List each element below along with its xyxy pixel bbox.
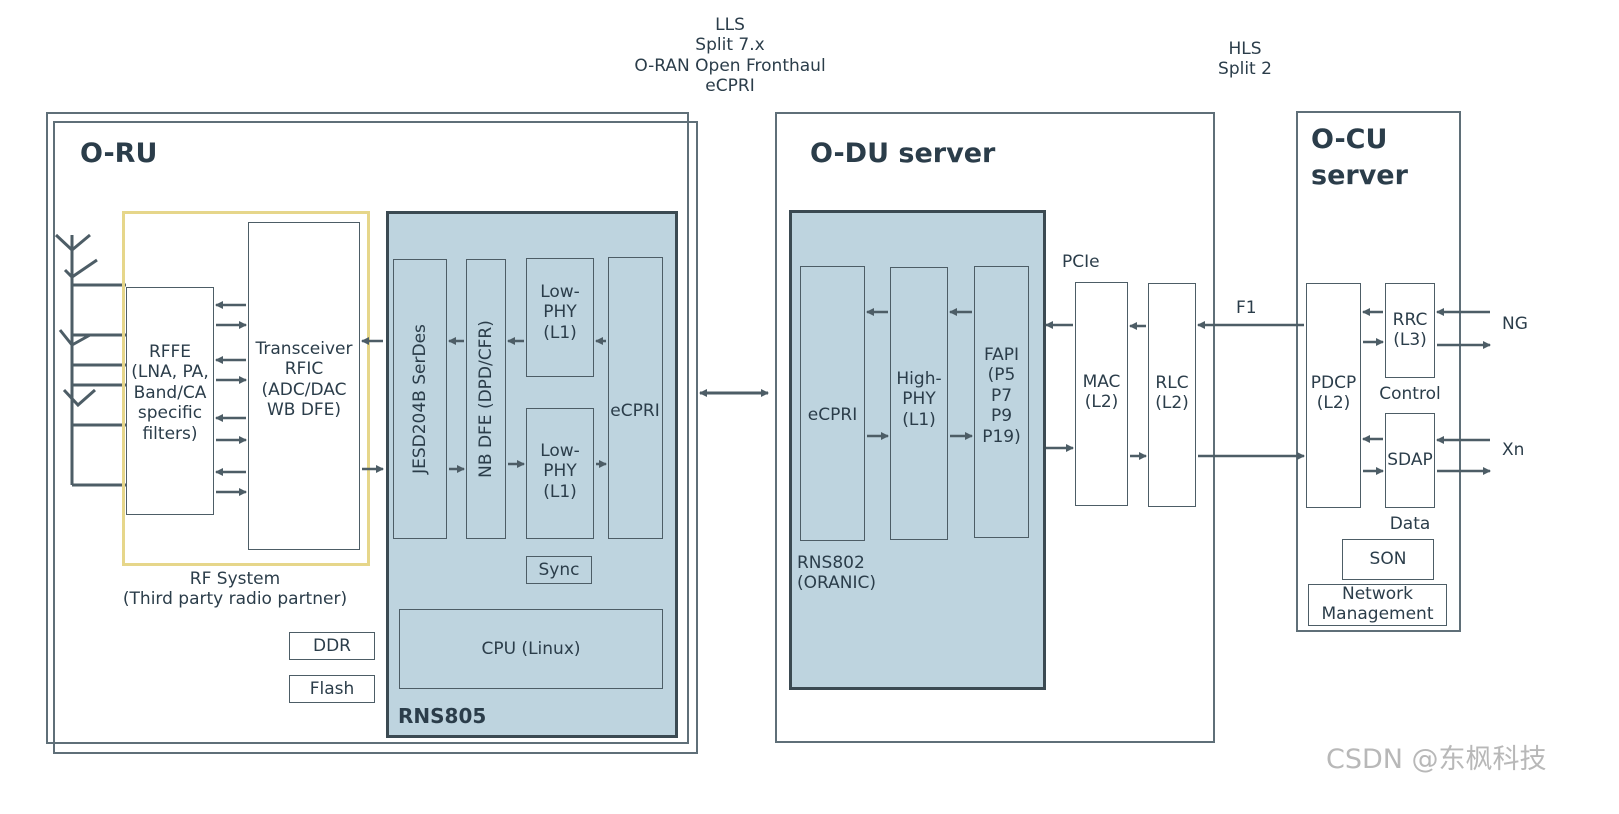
- rns802-label: RNS802 (ORANIC): [797, 553, 876, 594]
- son-label: SON: [1369, 549, 1407, 569]
- flash-label: Flash: [309, 679, 355, 699]
- lls-label: LLS Split 7.x O-RAN Open Fronthaul eCPRI: [634, 15, 826, 97]
- ecpri-odu-block: [800, 266, 865, 541]
- watermark: CSDN @东枫科技: [1326, 744, 1547, 775]
- pcie-label: PCIe: [1062, 252, 1100, 272]
- transceiver-block: [248, 222, 360, 550]
- sdap-block: [1385, 413, 1435, 508]
- data-label: Data: [1389, 514, 1431, 534]
- ecpri-oru-label: eCPRI: [610, 401, 660, 421]
- cpu-block: [399, 609, 663, 689]
- fapi-block: [974, 266, 1029, 538]
- odu-title: O-DU server: [810, 138, 996, 169]
- sdap-label: SDAP: [1387, 450, 1433, 470]
- highphy-label: High- PHY (L1): [896, 369, 942, 430]
- pdcp-label: PDCP (L2): [1310, 373, 1357, 414]
- xn-label: Xn: [1502, 440, 1525, 460]
- jesd-block: [393, 259, 447, 539]
- antenna-icon: [54, 233, 126, 487]
- mac-label: MAC (L2): [1082, 372, 1121, 413]
- rrc-block: [1385, 283, 1435, 378]
- netmgmt-label: Network Management: [1321, 584, 1434, 625]
- rns805-label: RNS805: [398, 704, 487, 728]
- rffe-block: [126, 287, 214, 515]
- oru-frame: [53, 121, 698, 754]
- hls-label: HLS Split 2: [1218, 39, 1272, 80]
- ddr-block: [289, 632, 375, 660]
- ecpri-odu-label: eCPRI: [807, 405, 858, 425]
- transceiver-label: Transceiver RFIC (ADC/DAC WB DFE): [255, 339, 353, 421]
- highphy-block: [890, 267, 948, 540]
- son-block: [1342, 539, 1434, 580]
- oru-title: O-RU: [80, 138, 158, 169]
- odu-frame: [775, 112, 1215, 743]
- rlc-label: RLC (L2): [1155, 373, 1189, 414]
- ng-label: NG: [1502, 314, 1528, 334]
- f1-label: F1: [1236, 298, 1257, 318]
- lowphy1-label: Low- PHY (L1): [540, 282, 580, 343]
- rf-system-label: RF System (Third party radio partner): [122, 569, 348, 610]
- ocu-frame: [1296, 111, 1461, 632]
- ecpri-oru-block: [608, 257, 663, 539]
- nbdfe-block: [466, 259, 506, 539]
- rlc-block: [1148, 283, 1196, 507]
- netmgmt-block: [1308, 584, 1447, 626]
- sync-block: [526, 556, 592, 584]
- control-label: Control: [1379, 384, 1441, 404]
- cpu-label: CPU (Linux): [481, 639, 581, 659]
- flash-block: [289, 675, 375, 703]
- oru-frame-back: [46, 112, 689, 744]
- pdcp-block: [1306, 283, 1361, 508]
- ocu-title: O-CU server: [1311, 124, 1408, 192]
- rf-system-box: [122, 211, 370, 566]
- rffe-label: RFFE (LNA, PA, Band/CA specific filters): [131, 342, 209, 444]
- sync-label: Sync: [538, 560, 580, 580]
- lowphy1-block: [526, 258, 594, 377]
- mac-block: [1075, 282, 1128, 506]
- lowphy2-label: Low- PHY (L1): [540, 441, 580, 502]
- rrc-label: RRC (L3): [1392, 310, 1428, 351]
- fapi-label: FAPI (P5 P7 P9 P19): [982, 345, 1021, 447]
- lowphy2-block: [526, 408, 594, 539]
- ddr-label: DDR: [313, 636, 351, 656]
